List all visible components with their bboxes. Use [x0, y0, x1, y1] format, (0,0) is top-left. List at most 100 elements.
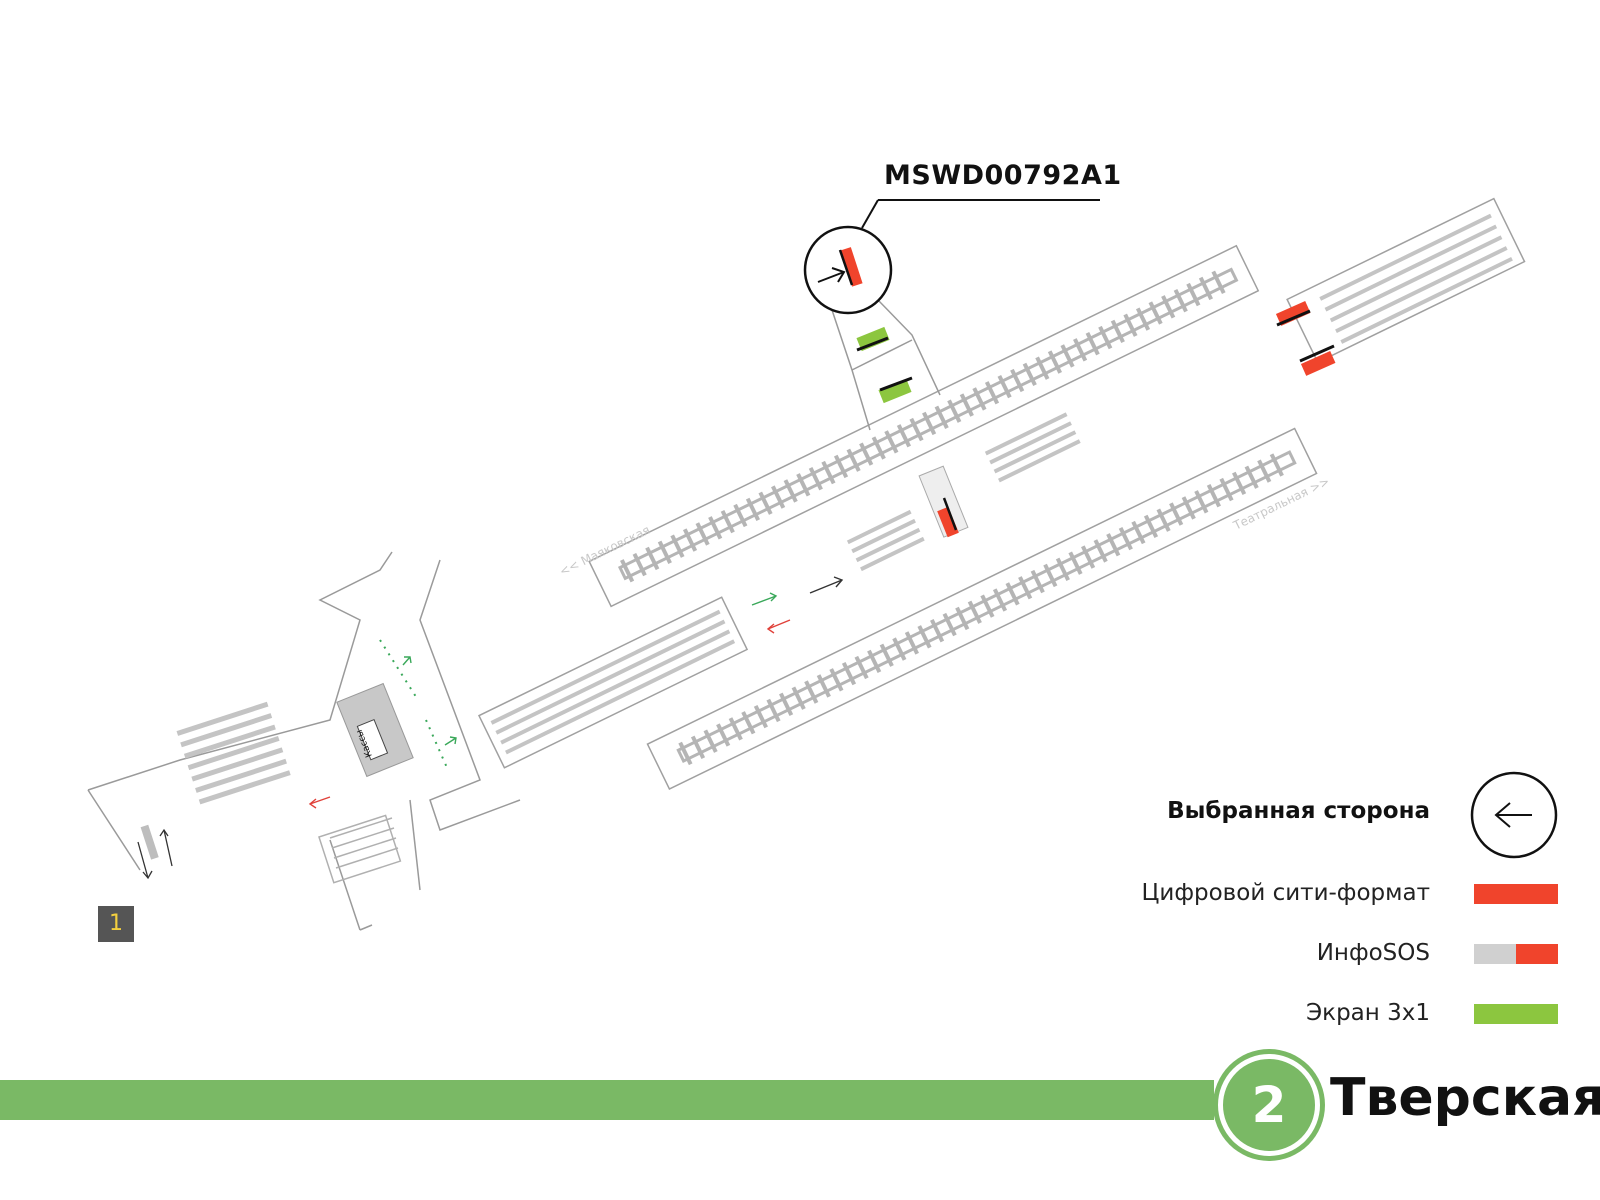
direction-arrows: [308, 576, 844, 809]
selected-city-format-marker[interactable]: [840, 247, 863, 287]
metro-line-bar: [0, 1080, 1214, 1120]
track-tie: [1211, 270, 1226, 294]
track-tie: [728, 717, 743, 741]
track-tie: [632, 552, 647, 577]
track-tie: [1055, 557, 1070, 581]
direction-right-label: Театральная >>: [1230, 474, 1332, 533]
track-tie: [783, 479, 798, 503]
track-tie: [816, 674, 831, 698]
track-tie: [1131, 520, 1146, 545]
location-code: MSWD00792A1: [884, 160, 1122, 191]
legend-infosos-swatch: [1474, 944, 1558, 964]
track-tie: [1232, 471, 1247, 496]
red-screen-right-1[interactable]: [1275, 301, 1311, 326]
track-tie: [867, 649, 882, 674]
track-tie: [955, 606, 970, 631]
track-tie: [1219, 477, 1234, 502]
track-tie: [758, 491, 773, 515]
track-tie: [1110, 319, 1125, 344]
track-tie: [829, 668, 844, 692]
vestibule-outline: [87, 551, 521, 931]
track-tie: [1085, 332, 1100, 356]
track-tie: [904, 631, 919, 655]
track-tie: [846, 448, 861, 472]
lower-track-block: [646, 427, 1318, 791]
track-tie: [959, 393, 974, 417]
track-tie: [1161, 295, 1176, 319]
track-tie: [1148, 301, 1163, 325]
stairs: [318, 814, 402, 884]
track-tie: [804, 680, 819, 704]
legend-screen-swatch: [1474, 1004, 1558, 1024]
turnstiles: [379, 639, 449, 771]
track-tie: [1022, 362, 1037, 387]
red-screen-right-2[interactable]: [1300, 351, 1336, 376]
upper-track-block: [588, 244, 1260, 608]
track-tie: [1244, 465, 1259, 489]
line-number-badge: 2: [1218, 1054, 1320, 1156]
track-tie: [909, 417, 924, 442]
track-tie: [766, 698, 781, 723]
left-escalators: [176, 701, 291, 805]
track-tie: [708, 516, 723, 540]
legend-infosos-label: ИнфоSOS: [1316, 940, 1430, 966]
track-tie: [745, 497, 760, 522]
track-tie: [984, 381, 1000, 405]
track-tie: [879, 643, 894, 667]
track-tie: [645, 546, 660, 571]
line-number: 2: [1251, 1076, 1287, 1134]
track-tie: [620, 559, 635, 583]
selected-side-callout: [803, 199, 1100, 315]
track-tie: [1156, 508, 1171, 532]
track-tie: [1018, 576, 1033, 600]
track-tie: [1098, 325, 1113, 350]
track-tie: [1060, 344, 1075, 368]
track-tie: [1257, 459, 1272, 483]
track-tie: [682, 528, 698, 552]
track-tie: [1143, 514, 1159, 539]
ad-markers: [856, 301, 1336, 538]
track-tie: [796, 473, 811, 497]
track-tie: [1169, 502, 1184, 526]
infosos-screen[interactable]: [937, 506, 959, 538]
track-tie: [1106, 533, 1121, 557]
track-tie: [703, 729, 718, 753]
track-tie: [1068, 551, 1083, 575]
legend-selected-side-circle: [1470, 771, 1558, 859]
track-tie: [753, 704, 768, 729]
right-escalator-block: [1286, 197, 1526, 364]
track-tie: [841, 661, 857, 686]
track-tie: [1047, 350, 1062, 374]
track-tie: [1194, 490, 1209, 514]
track-tie: [967, 600, 982, 624]
track-tie: [657, 540, 672, 564]
track-tie: [1173, 289, 1188, 313]
legend-city-format-swatch: [1474, 884, 1558, 904]
track-tie: [1206, 484, 1221, 508]
track-tie: [670, 534, 685, 558]
track-tie: [1005, 582, 1020, 606]
legend-screen-label: Экран 3х1: [1306, 1000, 1430, 1026]
track-tie: [1135, 307, 1151, 331]
track-tie: [947, 399, 962, 423]
track-tie: [1118, 526, 1133, 551]
track-tie: [1073, 338, 1088, 362]
track-tie: [930, 619, 945, 643]
track-tie: [741, 711, 756, 735]
track-tie: [972, 387, 987, 411]
track-tie: [992, 588, 1008, 612]
green-screen-1[interactable]: [856, 326, 890, 352]
green-screen-2[interactable]: [878, 378, 912, 404]
track-tie: [1093, 539, 1108, 563]
ticket-office: [336, 682, 414, 778]
track-tie: [733, 503, 748, 528]
track-tie: [1010, 368, 1025, 393]
track-tie: [1269, 453, 1284, 477]
track-tie: [833, 454, 849, 479]
upper-corridor: [831, 299, 941, 431]
track-tie: [917, 625, 932, 649]
track-tie: [791, 686, 806, 710]
track-tie: [678, 741, 693, 766]
track-tie: [1198, 276, 1213, 301]
